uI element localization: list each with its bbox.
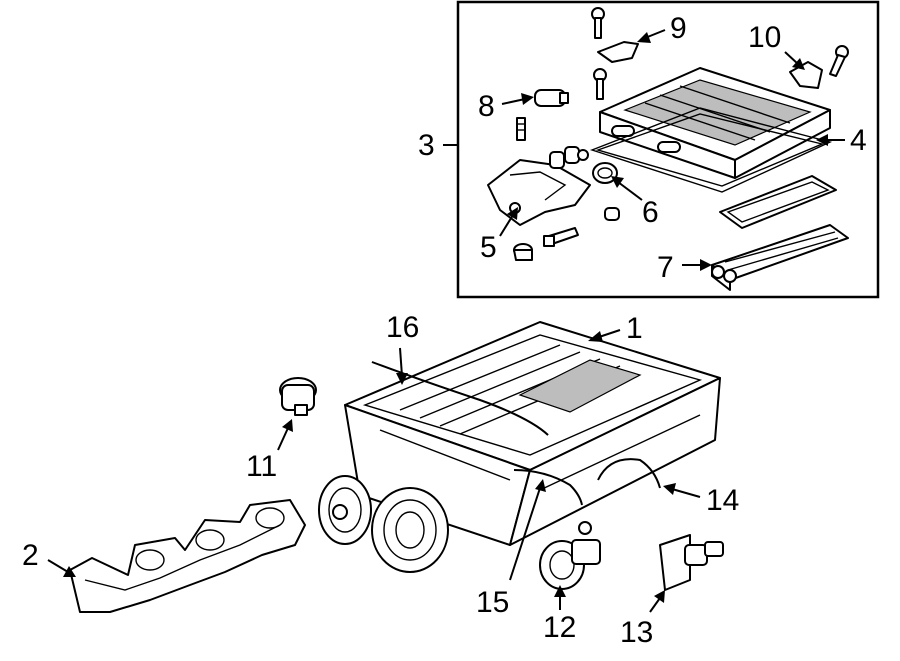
part-14-hose (597, 458, 661, 489)
callout-13: 13 (620, 616, 653, 649)
callout-12: 12 (543, 611, 576, 644)
part-4-cover (599, 67, 831, 179)
part-10-bracket (789, 45, 849, 89)
callout-7: 7 (657, 251, 674, 284)
part-12-actuator (539, 521, 601, 590)
part-9-bracket (591, 7, 639, 100)
part-2-gasket (69, 499, 306, 613)
callout-14: 14 (706, 484, 739, 517)
callout-10: 10 (748, 21, 781, 54)
part-1-supercharger-housing (318, 321, 721, 573)
callout-15: 15 (476, 586, 509, 619)
callout-9: 9 (670, 12, 687, 45)
callout-3: 3 (418, 129, 435, 162)
part-6-seals (592, 162, 620, 221)
part-13-valve (659, 534, 724, 591)
callout-2: 2 (22, 539, 39, 572)
part-7-intercooler (711, 175, 849, 291)
callout-6: 6 (642, 196, 659, 229)
part-11-sensor (279, 377, 317, 416)
callout-11: 11 (246, 450, 277, 483)
callout-4: 4 (850, 124, 867, 157)
callout-16: 16 (386, 311, 419, 344)
callout-5: 5 (480, 231, 497, 264)
callout-1: 1 (626, 312, 643, 345)
inset-detail-box (456, 0, 880, 299)
callout-8: 8 (478, 90, 495, 123)
part-4-gasket (589, 107, 833, 193)
part-8-sensor (516, 89, 569, 141)
part-5-bypass-housing (487, 146, 591, 261)
part-15-hose (513, 469, 583, 506)
